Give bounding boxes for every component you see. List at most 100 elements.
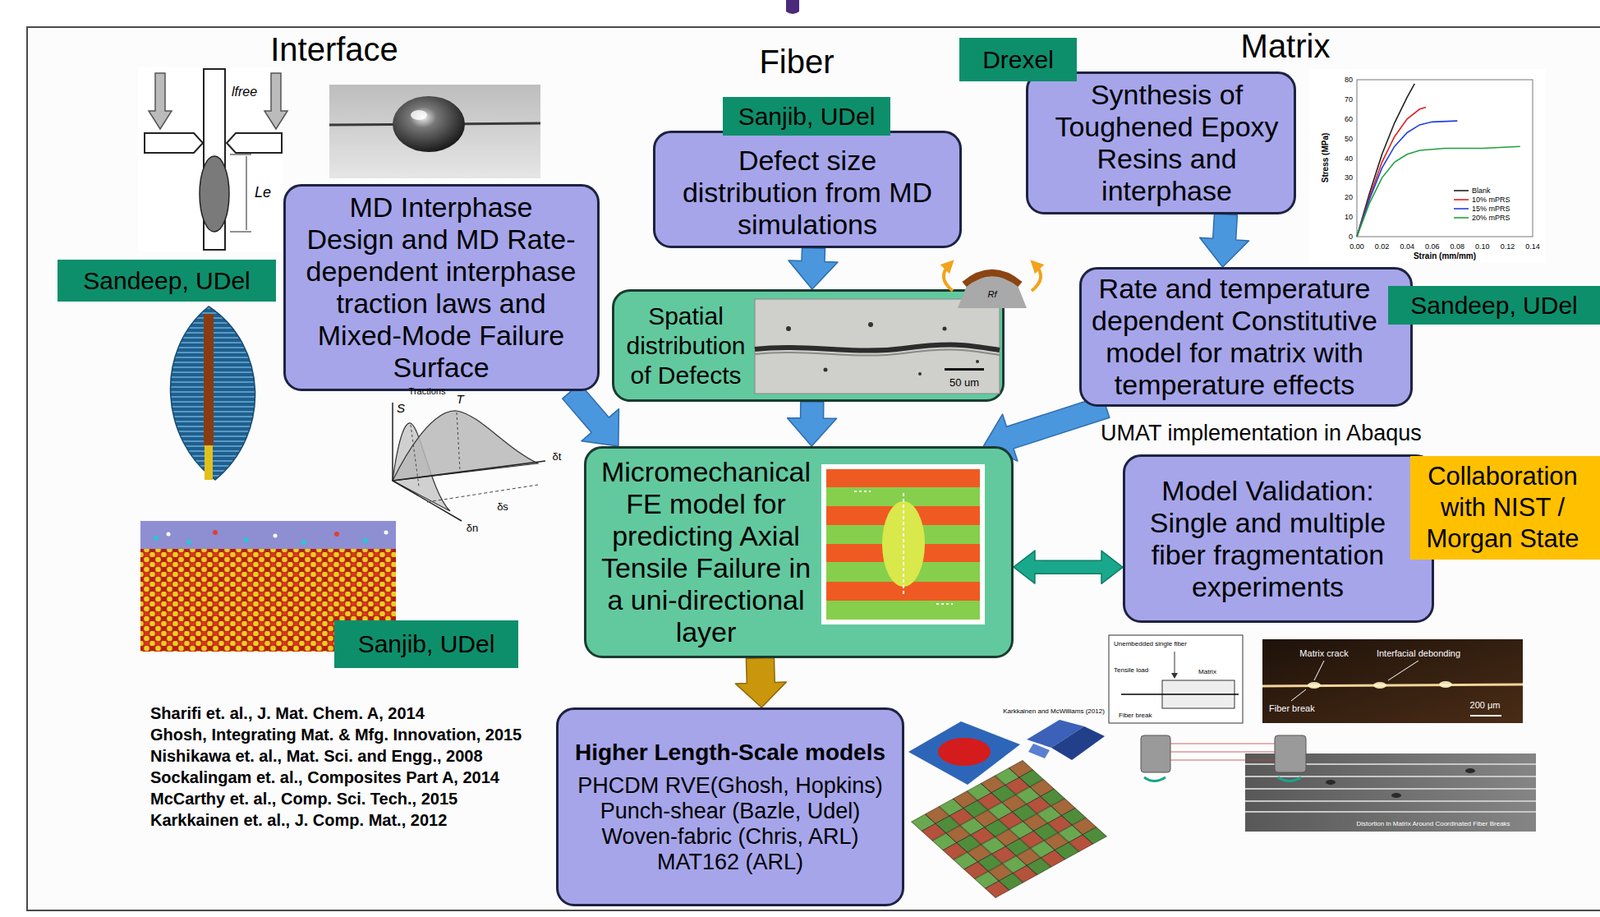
box-text: Sandeep, UDel: [1393, 290, 1596, 321]
traction-separation-plot: [392, 410, 538, 481]
stress-strain-chart: [1453, 189, 1469, 192]
fragmentation-photo: [1470, 714, 1502, 717]
column-heading: Fiber: [758, 42, 834, 81]
traction-separation-plot: [392, 402, 546, 521]
stress-strain-chart: [1453, 216, 1469, 219]
stress-strain-chart: [1356, 79, 1533, 237]
box-text: Collaboration with NIST / Morgan State: [1416, 460, 1589, 555]
pullout-test-schematic: [246, 156, 248, 230]
collaboration-tag: Collaboration with NIST / Morgan State: [1410, 455, 1600, 560]
stress-strain-chart: [1356, 120, 1458, 237]
tick-label: 80: [1344, 75, 1353, 84]
box-text: Sandeep, UDel: [62, 266, 272, 296]
md-atomistic-model: [212, 529, 218, 535]
column-heading: Matrix: [1241, 27, 1331, 65]
pullout-test-schematic: [226, 133, 282, 153]
team-tag: Drexel: [959, 37, 1077, 82]
xray-image: [1391, 792, 1402, 798]
scale-bar-label: 200 μm: [1470, 699, 1501, 711]
tick-label: 0.14: [1525, 242, 1541, 251]
xray-image: [1245, 775, 1536, 778]
md-atomistic-model: [301, 539, 307, 545]
box-text: Rate and temperature dependent Constitut…: [1088, 272, 1381, 401]
box-text: Defect size distribution from MD simulat…: [671, 144, 943, 241]
tick-label: 50: [1344, 133, 1353, 143]
tick-label: 40: [1344, 153, 1353, 162]
pullout-test-schematic: [148, 73, 172, 129]
tick-label: 0.00: [1349, 242, 1365, 251]
fragmentation-schematic: [1108, 634, 1243, 723]
fragmentation-schematic: [1174, 651, 1176, 674]
md-atomistic-model: [153, 535, 159, 541]
process-box: Defect size distribution from MD simulat…: [652, 130, 962, 249]
block-arrow: [735, 657, 787, 708]
column-heading: Interface: [270, 30, 399, 69]
figure-label: Fiber break: [1268, 703, 1315, 714]
reference-citation: Sockalingam et. al., Composites Part A, …: [150, 767, 500, 787]
chart-legend-item: Blank: [1471, 186, 1491, 195]
block-arrow: [1013, 550, 1123, 584]
tick-label: 20: [1344, 193, 1353, 202]
fiber-test-fixture: [1278, 777, 1302, 782]
tick-label: 0.12: [1500, 242, 1516, 251]
axis-label: δt: [552, 450, 562, 464]
pullout-test-schematic: [137, 67, 283, 252]
model-box: Micromechanical FE model for predicting …: [583, 445, 1014, 658]
tick-label: 0.06: [1425, 242, 1440, 251]
process-box: Synthesis of Toughened Epoxy Resins and …: [1025, 71, 1297, 215]
block-arrow: [1200, 213, 1250, 267]
process-box: Model Validation: Single and multiple fi…: [1122, 454, 1435, 623]
tick-label: 70: [1344, 95, 1353, 104]
axis-label: δs: [496, 501, 509, 514]
stress-strain-chart: [1356, 106, 1426, 237]
pullout-test-schematic: [137, 67, 288, 252]
box-text: Higher Length-Scale models: [563, 738, 897, 767]
impact-model-figures: [1051, 726, 1105, 760]
figure-label: Matrix: [1198, 667, 1217, 676]
box-list-item: MAT162 (ARL): [563, 849, 897, 875]
stress-strain-chart: [1356, 146, 1521, 237]
legend-text: 15% mPRS: [1471, 204, 1511, 213]
slide-frame: [27, 27, 1600, 911]
impact-model-figures: [937, 737, 991, 766]
fragmentation-photo: [1291, 689, 1306, 701]
node-illustration: [821, 464, 985, 625]
fiber-test-fixture: [1170, 743, 1275, 745]
droplet-photo: [392, 96, 465, 152]
tick-label: 0.04: [1399, 242, 1415, 251]
traction-separation-plot: [391, 402, 394, 481]
scale-bar-label: 50 um: [949, 377, 980, 390]
figure-credit: Karkkainen and McWilliams (2012): [1002, 707, 1105, 715]
impact-model-figures: [910, 759, 1108, 898]
fragmentation-schematic: [1108, 634, 1243, 723]
droplet-md-model: [204, 445, 213, 480]
chart-legend-item: 20% mPRS: [1471, 213, 1511, 222]
pullout-test-schematic: [229, 231, 252, 233]
reference-citation: Nishikawa et. al., Mat. Sci. and Engg., …: [150, 746, 483, 766]
box-text: Micromechanical FE model for predicting …: [596, 455, 816, 649]
axis-title: Strain (mm/mm): [1413, 251, 1476, 262]
process-box: Higher Length-Scale modelsPHCDM RVE(Ghos…: [556, 707, 905, 906]
block-arrow: [562, 383, 620, 446]
traction-separation-plot: [427, 484, 538, 502]
fragmentation-photo: [1388, 660, 1419, 681]
reference-citation: Karkkainen et. al., J. Comp. Mat., 2012: [150, 810, 447, 830]
droplet-photo: [329, 84, 541, 179]
box-text: Sanjib, UDel: [727, 101, 886, 132]
fragmentation-schematic: [1121, 693, 1239, 695]
stress-strain-chart: [1309, 68, 1546, 263]
symbol-label: Rf: [988, 289, 998, 300]
result-box: Spatial distribution of Defects: [611, 289, 1005, 402]
curve-label: S: [396, 400, 405, 415]
md-atomistic-model: [384, 530, 389, 535]
team-tag: Sanjib, UDel: [334, 620, 519, 668]
arrow-note: UMAT implementation in Abaqus: [1100, 420, 1422, 446]
box-text: MD Interphase Design and MD Rate- depend…: [303, 191, 579, 384]
traction-separation-plot: [392, 480, 462, 521]
box-text: Sanjib, UDel: [339, 629, 514, 659]
xray-image: [1245, 787, 1536, 790]
figure-label: Fiber break: [1118, 711, 1152, 719]
figure-label: Interfacial debonding: [1376, 648, 1461, 659]
droplet-md-model: [203, 313, 214, 446]
